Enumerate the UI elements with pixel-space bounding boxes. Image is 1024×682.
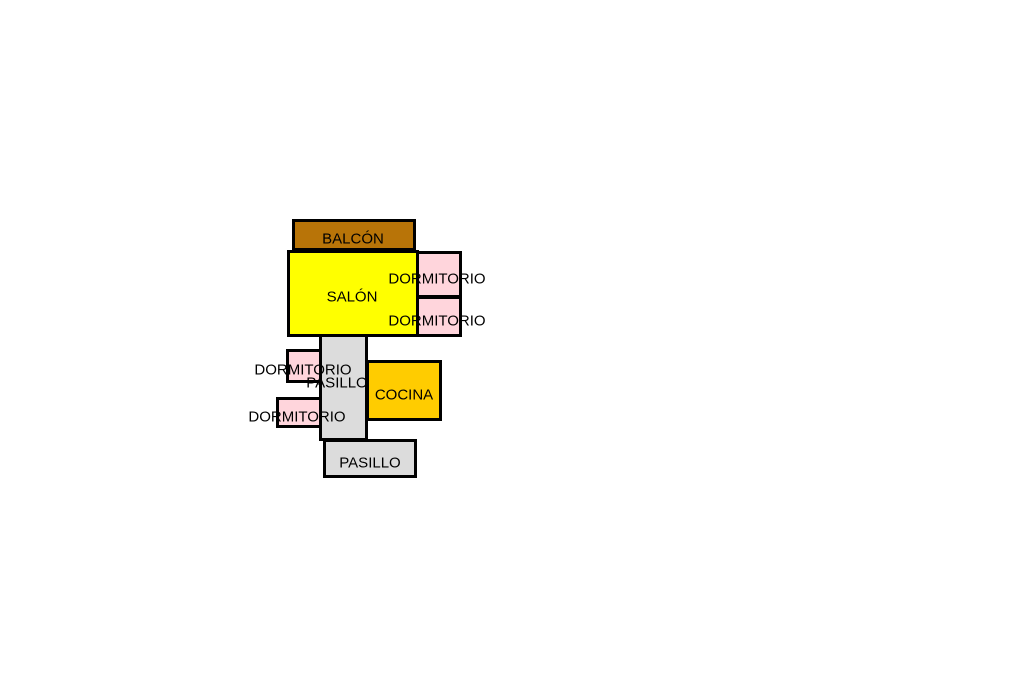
label-balcon: BALCÓN	[322, 230, 384, 248]
label-cocina: COCINA	[374, 386, 434, 404]
room-dormitorio-2	[416, 296, 462, 337]
room-dormitorio-3	[286, 349, 322, 383]
room-salon	[287, 250, 419, 337]
label-pasillo-vertical: PASILLO	[306, 374, 368, 392]
label-salon: SALÓN	[326, 288, 378, 306]
room-pasillo-vertical	[319, 334, 368, 441]
room-dormitorio-4	[276, 397, 322, 428]
room-cocina	[366, 360, 442, 421]
label-dormitorio-3: DORMITORIO	[254, 361, 352, 379]
label-dormitorio-2: DORMITORIO	[388, 312, 486, 330]
label-pasillo-bottom: PASILLO	[339, 454, 401, 472]
room-dormitorio-1	[416, 251, 462, 298]
room-balcon	[292, 219, 416, 251]
label-dormitorio-4: DORMITORIO	[248, 408, 346, 426]
label-dormitorio-1: DORMITORIO	[388, 270, 486, 288]
room-pasillo-bottom	[323, 439, 417, 478]
